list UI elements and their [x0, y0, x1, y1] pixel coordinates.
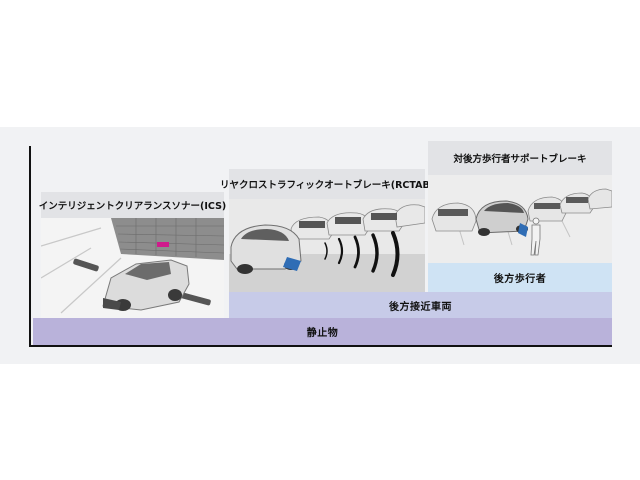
- rctab-title: リヤクロストラフィックオートブレーキ(RCTAB): [220, 169, 434, 199]
- rear-approaching-vehicles-band: 後方接近車両: [229, 292, 612, 318]
- horizontal-axis: [29, 345, 612, 347]
- vertical-axis: [29, 146, 31, 346]
- ics-title: インテリジェントクリアランスソナー(ICS): [39, 192, 226, 218]
- rear-pedestrians-band: 後方歩行者: [428, 263, 612, 292]
- ics-scene-image: [41, 218, 224, 318]
- pedestrian-scene-image: [428, 175, 612, 263]
- rctab-scene-image: [229, 199, 425, 292]
- pedestrian-title: 対後方歩行者サポートブレーキ: [428, 141, 612, 175]
- static-objects-band: 静止物: [33, 318, 612, 345]
